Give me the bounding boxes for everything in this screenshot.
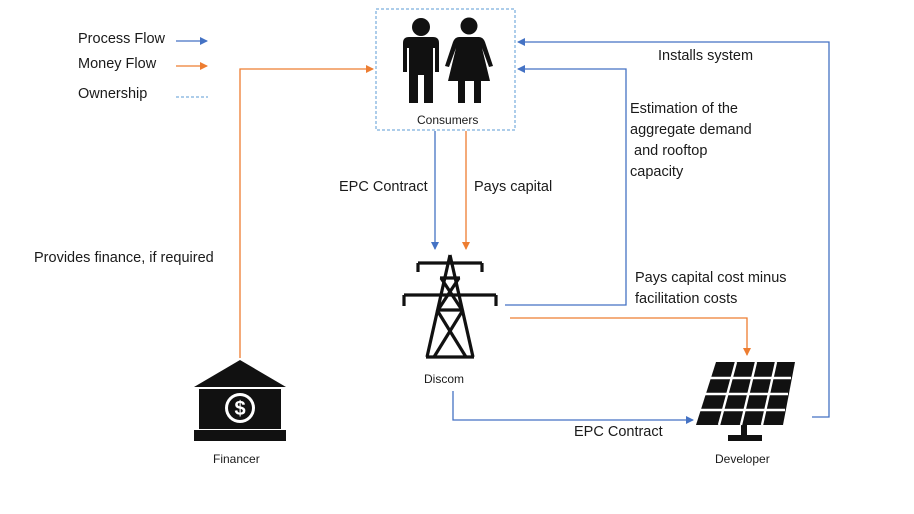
estimation-line-3: and rooftop <box>630 143 708 159</box>
transmission-tower-icon <box>402 254 498 359</box>
solar-panel-icon <box>696 361 795 441</box>
pays-capital-label: Pays capital <box>474 179 553 195</box>
financer-label: Financer <box>213 452 260 466</box>
estimation-arrow <box>505 65 627 306</box>
estimation-label: Estimation of the aggregate demand and r… <box>630 99 780 183</box>
epc-contract-developer-arrow <box>452 391 694 424</box>
pays-capital-cost-arrow <box>510 317 751 356</box>
installs-system-label: Installs system <box>658 48 754 64</box>
consumers-box <box>375 8 516 131</box>
estimation-line-1: Estimation of the <box>630 101 738 117</box>
estimation-line-4: capacity <box>630 164 684 180</box>
provides-finance-label: Provides finance, if required <box>34 250 214 266</box>
estimation-line-2: aggregate demand <box>630 122 752 138</box>
developer-label: Developer <box>715 452 770 466</box>
discom-label: Discom <box>424 372 465 386</box>
svg-text:$: $ <box>234 398 245 420</box>
provides-finance-arrow <box>239 65 374 358</box>
installs-system-arrow <box>517 38 830 418</box>
epc-contract-consumer-label: EPC Contract <box>339 179 428 195</box>
legend-process-flow: Process Flow <box>78 31 166 47</box>
consumers-label: Consumers <box>417 113 479 127</box>
epc-contract-developer-label: EPC Contract <box>574 424 663 440</box>
pays-capital-cost-line-2: facilitation costs <box>635 291 738 307</box>
legend-ownership: Ownership <box>78 86 148 102</box>
pays-capital-cost-label: Pays capital cost minus facilitation cos… <box>635 268 787 310</box>
legend-money-flow: Money Flow <box>78 56 157 72</box>
people-icon <box>403 17 493 103</box>
pays-capital-cost-line-1: Pays capital cost minus <box>635 270 787 286</box>
bank-icon: $ <box>194 360 286 441</box>
